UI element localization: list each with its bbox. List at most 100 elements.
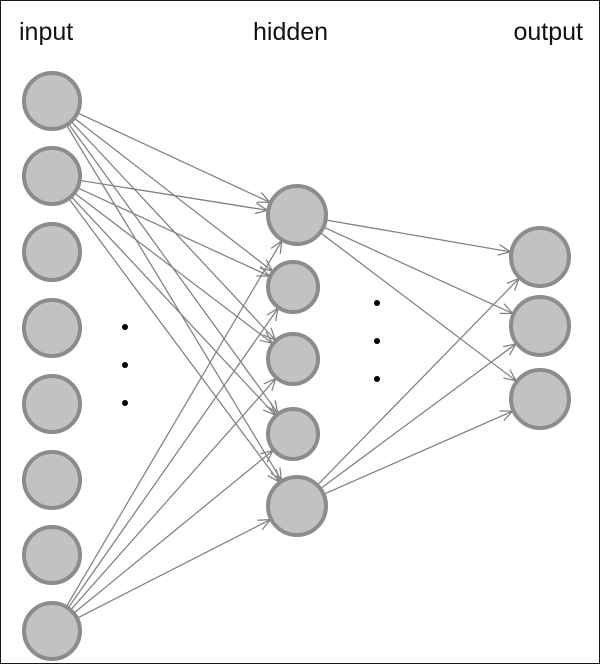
arrowhead-barb	[503, 377, 517, 382]
hidden-node-2[interactable]	[266, 260, 320, 314]
input-node-4[interactable]	[22, 298, 82, 358]
arrowhead-barb	[279, 240, 283, 254]
hidden-node-4[interactable]	[266, 407, 320, 461]
arrowhead-barb	[270, 327, 276, 341]
arrowhead-barb	[267, 474, 280, 483]
input-node-7[interactable]	[22, 525, 82, 585]
edge-line	[71, 196, 276, 416]
edge-line	[80, 179, 268, 211]
edge-input-to-hidden	[78, 112, 271, 203]
arrowhead-barb	[506, 277, 520, 284]
arrowhead-barb	[259, 339, 273, 344]
nodes-group	[22, 71, 571, 661]
edge-line	[317, 278, 520, 485]
edge-line	[74, 193, 273, 344]
edge-hidden-to-output	[317, 277, 520, 485]
edge-line	[74, 449, 274, 614]
edge-input-to-hidden	[80, 179, 268, 215]
input-node-3[interactable]	[22, 222, 82, 282]
input-node-2[interactable]	[22, 146, 82, 206]
arrowhead-barb	[271, 378, 277, 392]
edge-line	[71, 121, 276, 341]
edge-input-to-hidden	[77, 519, 271, 619]
input-ellipsis-dot-1	[122, 324, 128, 330]
input-node-8[interactable]	[22, 601, 82, 661]
arrowhead-barb	[261, 519, 271, 531]
edges-group	[66, 112, 520, 619]
arrowhead-barb	[263, 409, 276, 416]
edge-input-to-hidden	[68, 198, 280, 483]
input-label: input	[19, 18, 73, 46]
edge-line	[77, 519, 271, 619]
edge-line	[324, 226, 513, 315]
edge-line	[66, 125, 283, 481]
hidden-ellipsis-dot-2	[374, 338, 380, 344]
layer-labels-group: input hidden output	[19, 18, 583, 46]
input-node-1[interactable]	[22, 71, 82, 131]
output-node-1[interactable]	[509, 226, 571, 288]
input-ellipsis-dot-2	[122, 362, 128, 368]
output-node-2[interactable]	[509, 295, 571, 357]
arrowhead-barb	[270, 402, 276, 416]
arrowhead-barb	[265, 259, 273, 272]
arrowhead-barb	[497, 251, 511, 256]
arrowhead-barb	[259, 267, 273, 272]
edge-input-to-hidden	[66, 240, 283, 607]
arrowhead-barb	[260, 265, 270, 277]
output-label: output	[513, 18, 583, 46]
edge-input-to-hidden	[66, 125, 283, 481]
input-node-6[interactable]	[22, 450, 82, 510]
arrowhead-barb	[503, 303, 514, 314]
edge-line	[78, 112, 271, 203]
arrowhead-barb	[275, 469, 280, 483]
edge-line	[320, 232, 517, 382]
arrowhead-barb	[503, 343, 517, 348]
arrowhead-barb	[509, 369, 517, 382]
edge-hidden-to-output	[320, 232, 517, 382]
input-node-5[interactable]	[22, 374, 82, 434]
edge-hidden-to-output	[320, 343, 517, 489]
edge-input-to-hidden	[71, 121, 276, 341]
output-node-3[interactable]	[509, 368, 571, 430]
arrowhead-barb	[260, 449, 274, 455]
arrowhead-barb	[266, 450, 274, 463]
edge-line	[66, 240, 283, 607]
edge-input-to-hidden	[74, 193, 273, 344]
ellipsis-dots-group	[122, 300, 380, 406]
arrowhead-barb	[266, 307, 279, 316]
hidden-label: hidden	[253, 18, 328, 46]
edge-input-to-hidden	[71, 196, 276, 416]
edge-line	[326, 219, 511, 253]
hidden-node-3[interactable]	[266, 332, 320, 386]
arrowhead-barb	[257, 519, 271, 521]
arrowhead-barb	[508, 343, 517, 356]
arrowhead-barb	[263, 377, 277, 385]
arrowhead-barb	[503, 410, 514, 422]
arrowhead-barb	[260, 192, 271, 203]
edge-line	[68, 307, 279, 608]
input-ellipsis-dot-3	[122, 400, 128, 406]
arrowhead-barb	[270, 472, 282, 481]
hidden-node-5[interactable]	[266, 475, 328, 537]
arrowhead-barb	[274, 308, 279, 322]
arrowhead-barb	[279, 467, 283, 481]
edge-line	[324, 410, 513, 495]
edge-hidden-to-output	[324, 226, 514, 315]
edge-input-to-hidden	[68, 307, 279, 608]
edge-input-to-hidden	[74, 449, 274, 614]
arrowhead-barb	[265, 331, 273, 344]
arrowhead-barb	[513, 278, 520, 291]
edge-line	[320, 343, 517, 489]
hidden-node-1[interactable]	[266, 184, 328, 246]
edge-line	[68, 198, 280, 483]
arrowhead-barb	[499, 244, 511, 253]
arrowhead-barb	[274, 400, 279, 414]
edge-line	[70, 378, 277, 610]
edge-hidden-to-output	[326, 219, 511, 256]
edge-line	[78, 187, 270, 277]
edge-input-to-hidden	[70, 377, 277, 610]
arrowhead-barb	[270, 240, 283, 249]
edge-input-to-hidden	[78, 187, 270, 277]
edge-hidden-to-output	[324, 410, 514, 495]
